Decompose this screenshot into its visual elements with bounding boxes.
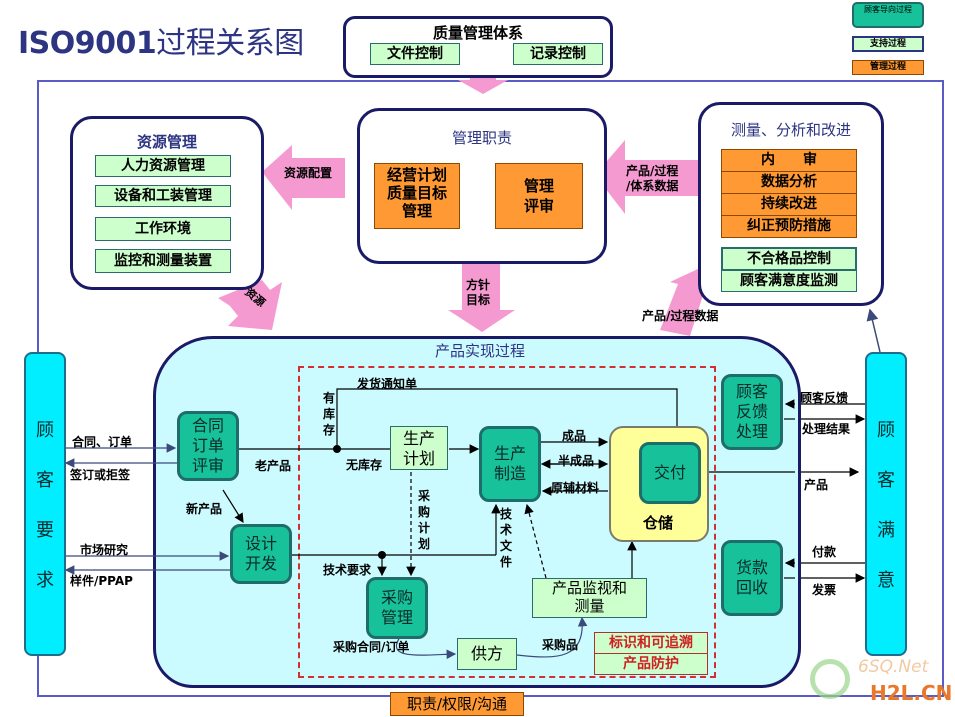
payment-label: 付款 bbox=[812, 545, 837, 559]
watermark-bottom: H2L.CN bbox=[870, 681, 953, 705]
customer-req-char: 客 bbox=[36, 470, 54, 491]
purchased-goods-label: 采购品 bbox=[542, 638, 579, 652]
supplier-node[interactable]: 供方 bbox=[457, 638, 517, 670]
product-label: 产品 bbox=[804, 478, 829, 492]
customer-sat-char: 满 bbox=[877, 520, 895, 541]
customer-sat-char: 客 bbox=[877, 470, 895, 491]
watermark: 6SQ.Net H2L.CN bbox=[810, 655, 953, 710]
semi-finished-label: 半成品 bbox=[558, 454, 595, 468]
data-feedback-label: 产品/过程 /体系数据 bbox=[626, 164, 679, 193]
arrow-resources bbox=[218, 280, 282, 330]
tech-docs-label: 技术文件 bbox=[499, 507, 512, 569]
customer-sat-char: 顾 bbox=[877, 420, 895, 441]
responsibility-authority-box[interactable]: 职责/权限/沟通 bbox=[390, 692, 524, 716]
warehouse-label: 仓储 bbox=[643, 514, 674, 532]
measurement-item[interactable]: 不合格品控制 bbox=[721, 247, 857, 271]
old-product-label: 老产品 bbox=[255, 459, 292, 473]
in-stock-label: 有库存 bbox=[322, 391, 335, 437]
legend-management: 管理过程 bbox=[852, 60, 924, 75]
raw-material-label: 原辅材料 bbox=[551, 481, 600, 495]
measurement-orange-list: 内 审 数据分析 持续改进 纠正预防措施 bbox=[721, 149, 857, 238]
qms-box: 质量管理体系 文件控制 记录控制 bbox=[343, 16, 613, 78]
policy-goal-label: 方针 目标 bbox=[466, 278, 491, 307]
product-data-label: 产品/过程数据 bbox=[642, 309, 719, 323]
watermark-logo-icon bbox=[810, 659, 850, 699]
payment-collection-node[interactable]: 货款 回收 bbox=[721, 540, 783, 616]
resource-config-label: 资源配置 bbox=[284, 166, 333, 180]
arrow-resource-config bbox=[262, 145, 345, 210]
design-dev-node[interactable]: 设计 开发 bbox=[230, 524, 292, 584]
production-plan-node[interactable]: 生产 计划 bbox=[390, 426, 448, 470]
handling-result-label: 处理结果 bbox=[802, 422, 851, 436]
business-plan-box[interactable]: 经营计划 质量目标 管理 bbox=[374, 163, 460, 229]
measurement-item[interactable]: 顾客满意度监测 bbox=[721, 271, 857, 292]
invoice-label: 发票 bbox=[812, 583, 837, 597]
product-realization-title: 产品实现过程 bbox=[434, 342, 525, 360]
contract-order-label: 合同、订单 bbox=[72, 435, 133, 449]
customer-req-char: 求 bbox=[36, 570, 54, 591]
legend-support: 支持过程 bbox=[852, 36, 924, 52]
measurement-title: 测量、分析和改进 bbox=[730, 121, 851, 139]
monitoring-node[interactable]: 产品监视和 测量 bbox=[532, 578, 647, 618]
legend-customer-oriented: 顾客导向过程 bbox=[852, 2, 924, 28]
customer-feedback-label: 顾客反馈 bbox=[800, 391, 849, 405]
protection-box[interactable]: 产品防护 bbox=[594, 654, 708, 675]
measurement-box: 测量、分析和改进 内 审 数据分析 持续改进 纠正预防措施 不合格品控制 顾客满… bbox=[698, 102, 884, 306]
dashed-boundary bbox=[298, 366, 716, 678]
measurement-item[interactable]: 纠正预防措施 bbox=[721, 216, 857, 238]
resource-item[interactable]: 人力资源管理 bbox=[95, 155, 231, 177]
doc-control[interactable]: 文件控制 bbox=[370, 43, 460, 65]
resource-item[interactable]: 工作环境 bbox=[95, 217, 231, 241]
customer-satisfaction-bar: 顾 客 满 意 bbox=[865, 352, 907, 656]
arrow-policy bbox=[448, 260, 515, 332]
new-product-label: 新产品 bbox=[186, 502, 223, 516]
arrow-data-feedback bbox=[595, 140, 700, 214]
customer-sat-char: 意 bbox=[877, 570, 895, 591]
feedback-handling-node[interactable]: 顾客 反馈 处理 bbox=[721, 374, 783, 450]
mgmt-resp-box: 管理职责 经营计划 质量目标 管理 管理 评审 bbox=[357, 108, 607, 264]
warehouse-node[interactable]: 交付 仓储 bbox=[609, 426, 709, 542]
purchasing-node[interactable]: 采购 管理 bbox=[366, 577, 428, 639]
measurement-item[interactable]: 内 审 bbox=[721, 149, 857, 172]
measurement-item[interactable]: 数据分析 bbox=[721, 172, 857, 194]
resource-mgmt-box: 资源管理 人力资源管理 设备和工装管理 工作环境 监控和测量装置 bbox=[70, 116, 264, 290]
mgmt-review-box[interactable]: 管理 评审 bbox=[495, 163, 583, 229]
sign-reject-label: 签订或拒签 bbox=[70, 468, 131, 482]
qms-title: 质量管理体系 bbox=[432, 24, 523, 42]
purchase-contract-label: 采购合同/订单 bbox=[333, 640, 410, 654]
resource-item[interactable]: 监控和测量装置 bbox=[95, 249, 231, 273]
market-research-label: 市场研究 bbox=[80, 543, 129, 557]
delivery-node[interactable]: 交付 bbox=[639, 442, 701, 504]
sample-ppap-label: 样件/PPAP bbox=[70, 574, 133, 588]
identification-box[interactable]: 标识和可追溯 bbox=[594, 632, 708, 654]
mgmt-resp-title: 管理职责 bbox=[451, 129, 512, 147]
purchase-plan-label: 采购计划 bbox=[417, 489, 430, 551]
customer-req-char: 顾 bbox=[36, 420, 54, 441]
measurement-green-list: 不合格品控制 顾客满意度监测 bbox=[721, 247, 857, 292]
manufacturing-node[interactable]: 生产 制造 bbox=[479, 426, 541, 502]
resource-mgmt-title: 资源管理 bbox=[136, 133, 197, 151]
contract-review-node[interactable]: 合同 订单 评审 bbox=[177, 411, 239, 481]
no-stock-label: 无库存 bbox=[346, 458, 383, 472]
legend: 顾客导向过程 支持过程 管理过程 bbox=[852, 2, 924, 75]
record-control[interactable]: 记录控制 bbox=[513, 43, 603, 65]
measurement-item[interactable]: 持续改进 bbox=[721, 194, 857, 216]
page-title: ISO9001过程关系图 bbox=[18, 26, 304, 61]
finished-label: 成品 bbox=[562, 429, 587, 443]
tech-req-label: 技术要求 bbox=[323, 563, 372, 577]
delivery-notice-label: 发货通知单 bbox=[357, 377, 418, 391]
customer-requirements-bar: 顾 客 要 求 bbox=[24, 352, 66, 656]
resource-item[interactable]: 设备和工装管理 bbox=[95, 185, 231, 207]
customer-req-char: 要 bbox=[36, 520, 54, 541]
watermark-top: 6SQ.Net bbox=[858, 657, 929, 677]
